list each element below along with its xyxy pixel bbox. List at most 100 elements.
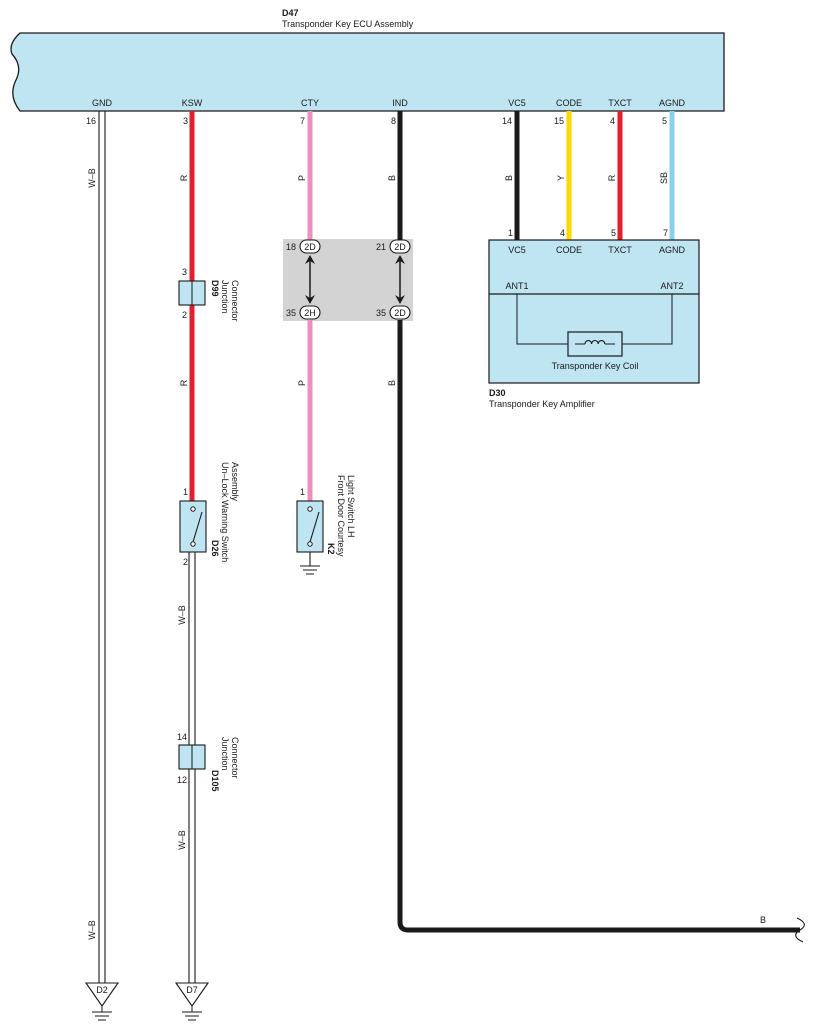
wire-color-gnd: W–B (87, 168, 97, 188)
ecu-pin-label-cty: CTY (301, 98, 319, 108)
wire-color-ind-exit: B (760, 915, 766, 925)
ind-connector-top-code: 2D (394, 242, 406, 252)
d26-pin-top: 1 (183, 487, 188, 497)
ecu-pin-ksw: 3 (183, 116, 188, 126)
ind-connector-top-pin: 21 (376, 242, 386, 252)
wire-ind-break (795, 917, 805, 943)
wire-color-ksw: R (179, 174, 189, 181)
d30-pin-label-txct: TXCT (608, 245, 632, 255)
ind-connector-bottom-code: 2D (394, 308, 406, 318)
d99-pin-bottom: 2 (182, 310, 187, 320)
d105-code: D105 (210, 770, 220, 792)
coil-icon (584, 339, 606, 345)
d30-antenna-loop (516, 294, 673, 357)
wire-gnd (98, 111, 106, 985)
wire-color-ind: B (387, 175, 397, 181)
ecu-pin-label-vc5: VC5 (508, 98, 526, 108)
wire-color-ind-lower: B (387, 380, 397, 386)
ecu-pin-txct: 4 (610, 116, 615, 126)
wire-color-cty-lower: P (297, 380, 307, 386)
k2-line2: Light Switch LH (346, 475, 356, 538)
d30-pin-code: 4 (560, 228, 565, 238)
wire-color-d105-lower: W–B (177, 830, 187, 850)
wire-color-vc5: B (504, 175, 514, 181)
ecu-pin-label-agnd: AGND (659, 98, 686, 108)
d99-code: D99 (210, 280, 220, 297)
d99-line1: Junction (220, 280, 230, 314)
cty-connector-top-pin: 18 (286, 242, 296, 252)
cty-connector-bottom-pin: 35 (286, 308, 296, 318)
ecu-pin-gnd: 16 (86, 116, 96, 126)
cty-connector-bottom-code: 2H (304, 308, 316, 318)
ground-d2 (84, 982, 120, 1021)
k2-code: K2 (326, 543, 336, 555)
ecu-pin-cty: 7 (300, 116, 305, 126)
ecu-box (10, 32, 725, 112)
k2-line1: Front Door Courtesy (336, 475, 346, 557)
ecu-name: Transponder Key ECU Assembly (282, 19, 414, 29)
wire-color-cty: P (297, 175, 307, 181)
d30-ant1: ANT1 (505, 281, 528, 291)
ind-connector-bottom-pin: 35 (376, 308, 386, 318)
d99-label: D99 Junction Connector (210, 280, 240, 322)
ecu-pin-label-gnd: GND (92, 98, 113, 108)
d30-code: D30 (489, 388, 506, 398)
d105-pin-bottom: 12 (177, 775, 187, 785)
wire-color-gnd-lower: W–B (87, 920, 97, 940)
wire-color-code: Y (556, 175, 566, 181)
d99-line2: Connector (230, 280, 240, 322)
d30-pin-agnd: 7 (663, 228, 668, 238)
wire-ind-lower (397, 320, 800, 933)
ground-d7-label: D7 (186, 985, 198, 995)
d30-pin-numbers: 1 4 5 7 (508, 228, 668, 238)
d105-label: D105 (210, 770, 220, 792)
d30-pin-vc5: 1 (508, 228, 513, 238)
d26-line2: Assembly (230, 462, 240, 502)
cty-connector-arrow (305, 255, 315, 304)
ecu-pin-vc5: 14 (502, 116, 512, 126)
d30-pin-labels: VC5 CODE TXCT AGND (508, 245, 685, 255)
d30-coil-label: Transponder Key Coil (552, 361, 639, 371)
wire-color-d26-lower: W–B (177, 605, 187, 625)
d99-pin-top: 3 (182, 267, 187, 277)
d30-pin-label-agnd: AGND (659, 245, 686, 255)
ind-connector-bottom (389, 305, 411, 320)
d30-amplifier (488, 239, 700, 384)
d105-pin-top: 14 (177, 732, 187, 742)
wire-color-ksw-lower: R (179, 379, 189, 386)
d30-name: Transponder Key Amplifier (489, 399, 595, 409)
d30-pin-label-vc5: VC5 (508, 245, 526, 255)
d26-label: D26 (210, 540, 220, 557)
d26-code: D26 (210, 540, 220, 557)
k2-pin-top: 1 (300, 487, 305, 497)
ground-d2-label: D2 (96, 985, 108, 995)
wire-color-agnd: SB (659, 172, 669, 184)
wire-color-txct: R (607, 174, 617, 181)
cty-connector-top (299, 239, 321, 254)
d26-line1: Un–Lock Warning Switch (220, 462, 230, 562)
d26-pin-bottom: 2 (183, 557, 188, 567)
ground-d7 (174, 982, 210, 1021)
k2-label: K2 (326, 543, 336, 555)
ecu-pin-numbers: 16 3 7 8 14 15 4 5 (86, 116, 667, 126)
ecu-pin-label-code: CODE (556, 98, 582, 108)
ecu-pin-labels: GND KSW CTY IND VC5 CODE TXCT AGND (92, 98, 685, 108)
d105-line2: Connector (230, 737, 240, 779)
ecu-pin-ind: 8 (391, 116, 396, 126)
d30-pin-txct: 5 (611, 228, 616, 238)
ind-connector-top (389, 239, 411, 254)
d105-line1: Junction (220, 737, 230, 771)
d30-ant2: ANT2 (660, 281, 683, 291)
ind-connector-arrow (395, 255, 405, 304)
ecu-pin-label-ind: IND (392, 98, 408, 108)
ecu-pin-agnd: 5 (662, 116, 667, 126)
cty-connector-bottom (299, 305, 321, 320)
ecu-pin-label-ksw: KSW (182, 98, 203, 108)
cty-connector-top-code: 2D (304, 242, 316, 252)
d30-pin-label-code: CODE (556, 245, 582, 255)
ecu-pin-label-txct: TXCT (608, 98, 632, 108)
ecu-pin-code: 15 (554, 116, 564, 126)
ecu-code: D47 (282, 8, 299, 18)
k2-ground-symbol (300, 552, 320, 575)
